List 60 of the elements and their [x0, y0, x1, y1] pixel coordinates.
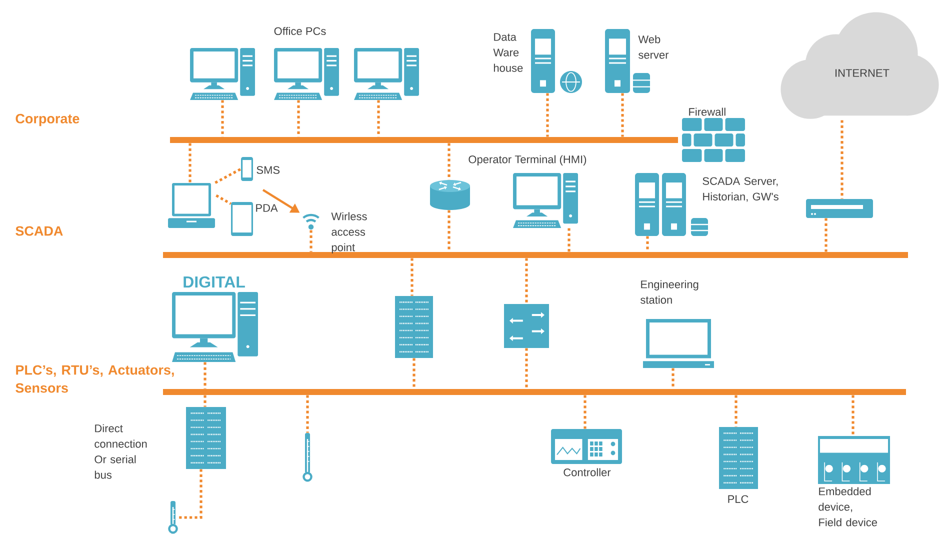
device-label: SCADA Server, Historian, GW's: [702, 177, 778, 202]
connection-line: [410, 258, 414, 296]
connection-line: [525, 348, 528, 389]
connection-line: [448, 143, 450, 180]
connection-line: [306, 395, 309, 433]
connection-line: [646, 236, 649, 252]
rack-icon: [186, 407, 226, 469]
group-label: Office PCs: [274, 26, 326, 36]
connection-line: [178, 469, 202, 519]
connection-line: [824, 218, 828, 252]
connection-line: [310, 230, 312, 252]
network-bus: [170, 137, 678, 143]
connection-line: [412, 358, 416, 389]
connection-line: [840, 120, 844, 199]
connection-line: [621, 93, 624, 137]
connection-line: [584, 395, 586, 429]
device-label: Controller: [564, 468, 611, 476]
laptop-icon: [168, 183, 215, 228]
connection-line: [297, 100, 300, 137]
network-bus: [163, 252, 908, 258]
device-label: Firewall: [689, 108, 726, 116]
note-text: Direct connection Or serial bus: [94, 424, 147, 479]
layer-label: Corporate: [16, 114, 80, 126]
thermometer-icon: [302, 433, 312, 482]
connection-line: [204, 395, 206, 407]
cloud-label: INTERNET: [836, 69, 890, 77]
modem-icon: [806, 199, 873, 218]
connection-line: [734, 395, 738, 427]
connection-line: [204, 362, 206, 389]
connection-line: [221, 100, 224, 137]
computer-icon: [354, 48, 419, 100]
device-label: PDA: [256, 204, 278, 212]
rack-icon: [395, 296, 433, 358]
computer-icon: [274, 48, 339, 100]
layer-label: PLC’s, RTU’s, Actuators, Sensors: [16, 365, 174, 393]
device-label: Web server: [638, 35, 669, 59]
device-label: Embedded device, Field device: [818, 487, 877, 526]
device-label: Data Ware house: [493, 33, 523, 72]
connection-line: [672, 368, 674, 389]
connection-line: [214, 168, 242, 184]
connection-line: [448, 210, 450, 252]
device-label: Wirless access point: [331, 212, 367, 254]
connection-line: [852, 395, 854, 436]
connection-line: [216, 194, 232, 205]
device-label: Operator Terminal (HMI): [468, 155, 586, 166]
connection-line: [188, 143, 192, 183]
computer-icon: [190, 48, 255, 100]
device-label: PLC: [728, 495, 748, 503]
layer-label: SCADA: [16, 226, 63, 236]
device-label: Engineering station: [640, 280, 698, 304]
device-label: SMS: [256, 166, 280, 174]
connection-line: [525, 258, 528, 304]
heading: DIGITAL: [184, 276, 245, 288]
router-icon: [430, 180, 470, 210]
switch-icon: [504, 304, 549, 348]
thermometer-icon: [168, 501, 178, 534]
connection-line: [568, 228, 570, 252]
connection-line: [546, 93, 549, 137]
network-bus: [163, 389, 906, 395]
connection-line: [377, 100, 380, 137]
